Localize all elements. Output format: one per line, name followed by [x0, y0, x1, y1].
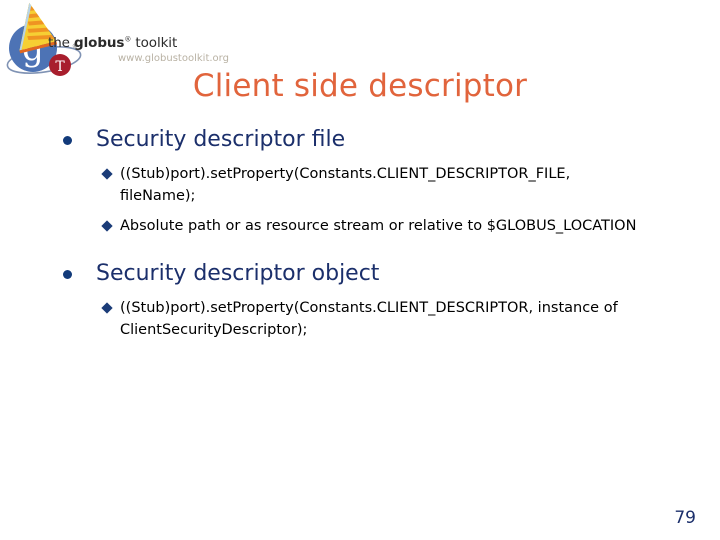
bullet-level1: Security descriptor file — [0, 125, 720, 155]
logo-wordmark-toolkit: toolkit — [131, 35, 178, 51]
diamond-bullet-icon — [101, 168, 113, 180]
bullet-level2: Absolute path or as resource stream or r… — [0, 215, 720, 237]
bullet-level1-label: Security descriptor file — [96, 127, 346, 152]
bullet-level2: ((Stub)port).setProperty(Constants.CLIEN… — [0, 297, 720, 341]
section-spacer — [0, 237, 720, 259]
logo-registered-icon: ® — [124, 35, 132, 44]
bullet-level2: ((Stub)port).setProperty(Constants.CLIEN… — [0, 163, 720, 207]
bullet-level2-label: ((Stub)port).setProperty(Constants.CLIEN… — [120, 300, 618, 338]
bullet-level1: Security descriptor object — [0, 259, 720, 289]
disc-bullet-icon — [63, 270, 72, 279]
bullet-level2-label: ((Stub)port).setProperty(Constants.CLIEN… — [120, 166, 571, 204]
disc-bullet-icon — [63, 136, 72, 145]
logo-badge-letter: T — [55, 59, 65, 75]
page-number: 79 — [674, 508, 696, 528]
logo-wordmark-globus: globus — [74, 35, 125, 51]
bullet-level2-label: Absolute path or as resource stream or r… — [120, 218, 637, 234]
logo-wordmark-the: the — [48, 35, 75, 51]
diamond-bullet-icon — [101, 220, 113, 232]
slide-body: Security descriptor file ((Stub)port).se… — [0, 125, 720, 341]
bullet-level1-label: Security descriptor object — [96, 261, 380, 286]
logo-url: www.globustoolkit.org — [118, 53, 229, 64]
logo-wordmark: the globus® toolkit — [48, 35, 177, 51]
globus-toolkit-logo: g T ® th — [0, 0, 260, 78]
diamond-bullet-icon — [101, 302, 113, 314]
globus-logo-mark: g T ® — [6, 2, 82, 76]
svg-text:®: ® — [72, 43, 78, 50]
slide-title: Client side descriptor — [192, 68, 528, 104]
